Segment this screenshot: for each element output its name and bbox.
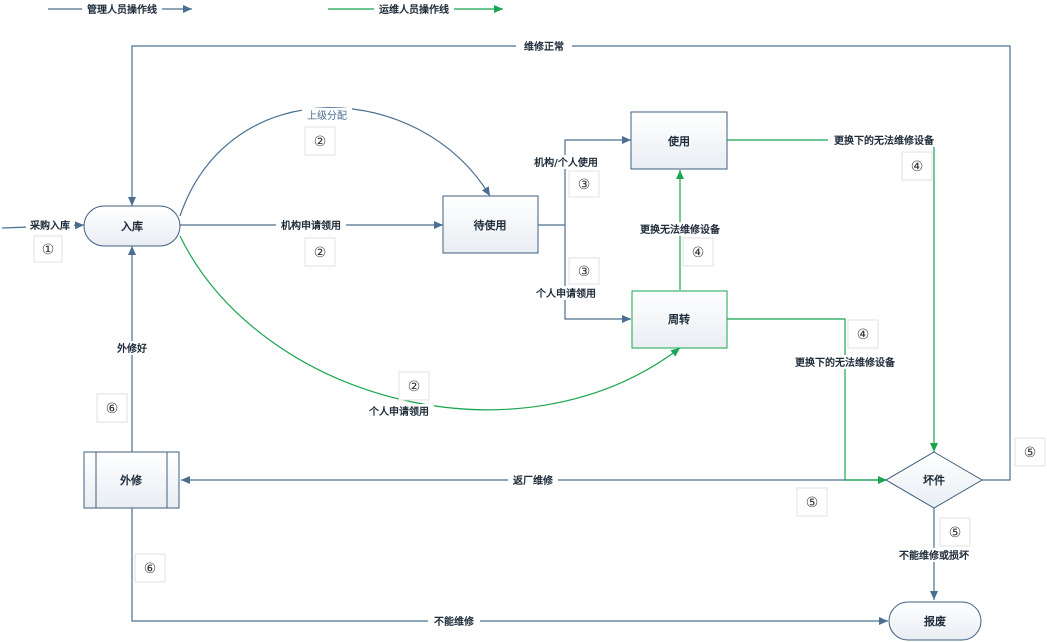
step-badge: ① bbox=[33, 235, 63, 263]
svg-text:②: ② bbox=[314, 134, 327, 150]
svg-text:③: ③ bbox=[578, 177, 591, 193]
label-superior-assign: 上级分配 bbox=[307, 110, 347, 122]
node-baofei-label: 报废 bbox=[924, 614, 946, 628]
legend-manager-label: 管理人员操作线 bbox=[87, 3, 157, 16]
superior-assign-curve bbox=[179, 107, 491, 217]
label-purchase-in: 采购入库 bbox=[29, 219, 70, 232]
svg-text:⑥: ⑥ bbox=[144, 561, 157, 577]
cannot-repair-line bbox=[131, 508, 888, 625]
step-badge: ④ bbox=[682, 237, 714, 267]
svg-text:②: ② bbox=[314, 245, 327, 261]
svg-text:③: ③ bbox=[578, 264, 591, 280]
legend-ops-label: 运维人员操作线 bbox=[379, 3, 449, 16]
svg-text:④: ④ bbox=[857, 327, 870, 343]
step-badge: ③ bbox=[568, 257, 600, 285]
svg-text:⑤: ⑤ bbox=[949, 525, 962, 541]
label-repair-ok: 维修正常 bbox=[524, 40, 564, 53]
node-ruku: 入库 bbox=[83, 205, 181, 247]
label-personal-apply-right: 个人申请领用 bbox=[535, 287, 596, 300]
node-biaojian-label: 坏件 bbox=[923, 473, 945, 487]
svg-text:⑤: ⑤ bbox=[1024, 445, 1037, 461]
step-badge: ④ bbox=[847, 319, 879, 349]
edge-labels: 采购入库 维修正常 上级分配 机构申请领用 机构/个人使用 更换无法维修设备 更… bbox=[26, 39, 974, 628]
node-daishiyong-label: 待使用 bbox=[473, 218, 507, 232]
node-ruku-label: 入库 bbox=[121, 219, 143, 233]
label-personal-apply-curve: 个人申请领用 bbox=[368, 405, 429, 418]
node-waixiu: 外修 bbox=[83, 451, 180, 509]
node-baofei: 报废 bbox=[888, 601, 982, 641]
personal-apply-curve bbox=[179, 235, 681, 411]
node-waixiu-label: 外修 bbox=[119, 473, 143, 487]
step-badge: ⑥ bbox=[96, 393, 128, 423]
svg-text:④: ④ bbox=[911, 159, 924, 175]
label-cannot-repair-damaged: 不能维修或损坏 bbox=[899, 549, 969, 562]
label-org-apply: 机构申请领用 bbox=[281, 219, 341, 232]
step-badge: ⑤ bbox=[796, 487, 828, 517]
to-use-line bbox=[538, 136, 631, 226]
step-badge: ③ bbox=[568, 170, 600, 198]
step-badge: ② bbox=[304, 237, 336, 267]
node-zhouzhuan-label: 周转 bbox=[668, 312, 690, 326]
node-shiyong-label: 使用 bbox=[667, 134, 690, 148]
svg-text:⑤: ⑤ bbox=[806, 495, 819, 511]
ops-lines bbox=[179, 139, 938, 484]
node-zhouzhuan: 周转 bbox=[631, 290, 728, 349]
node-shiyong: 使用 bbox=[630, 111, 728, 170]
node-daishiyong: 待使用 bbox=[442, 195, 539, 254]
label-return-factory: 返厂维修 bbox=[513, 474, 554, 487]
step-badge: ⑥ bbox=[134, 553, 166, 583]
use-to-broken-line bbox=[727, 139, 938, 452]
to-turnover-line bbox=[564, 225, 631, 323]
label-replaced-unrepairable-mid: 更换下的无法维修设备 bbox=[795, 356, 896, 369]
step-badge: ② bbox=[398, 371, 430, 401]
step-badge: ② bbox=[304, 126, 336, 156]
node-biaojian: 坏件 bbox=[885, 451, 983, 509]
label-repaired: 外修好 bbox=[116, 342, 147, 355]
label-replace-unrepairable: 更换无法维修设备 bbox=[640, 223, 721, 236]
step-badges: ① ② ② ② ③ ③ ④ ④ bbox=[33, 126, 1046, 583]
svg-text:①: ① bbox=[42, 242, 55, 258]
label-replaced-unrepairable-top: 更换下的无法维修设备 bbox=[834, 134, 935, 147]
step-badge: ⑤ bbox=[1014, 437, 1046, 467]
legend: 管理人员操作线 运维人员操作线 bbox=[48, 2, 503, 16]
step-badge: ④ bbox=[901, 151, 933, 181]
label-cannot-repair: 不能维修 bbox=[434, 615, 475, 628]
repair-ok-line bbox=[128, 45, 1011, 481]
svg-text:⑥: ⑥ bbox=[106, 401, 119, 417]
step-badge: ⑤ bbox=[939, 517, 971, 547]
svg-text:②: ② bbox=[408, 379, 421, 395]
turnover-to-broken-line bbox=[727, 318, 887, 484]
svg-text:④: ④ bbox=[692, 245, 705, 261]
label-org-personal-use: 机构/个人使用 bbox=[534, 156, 598, 169]
